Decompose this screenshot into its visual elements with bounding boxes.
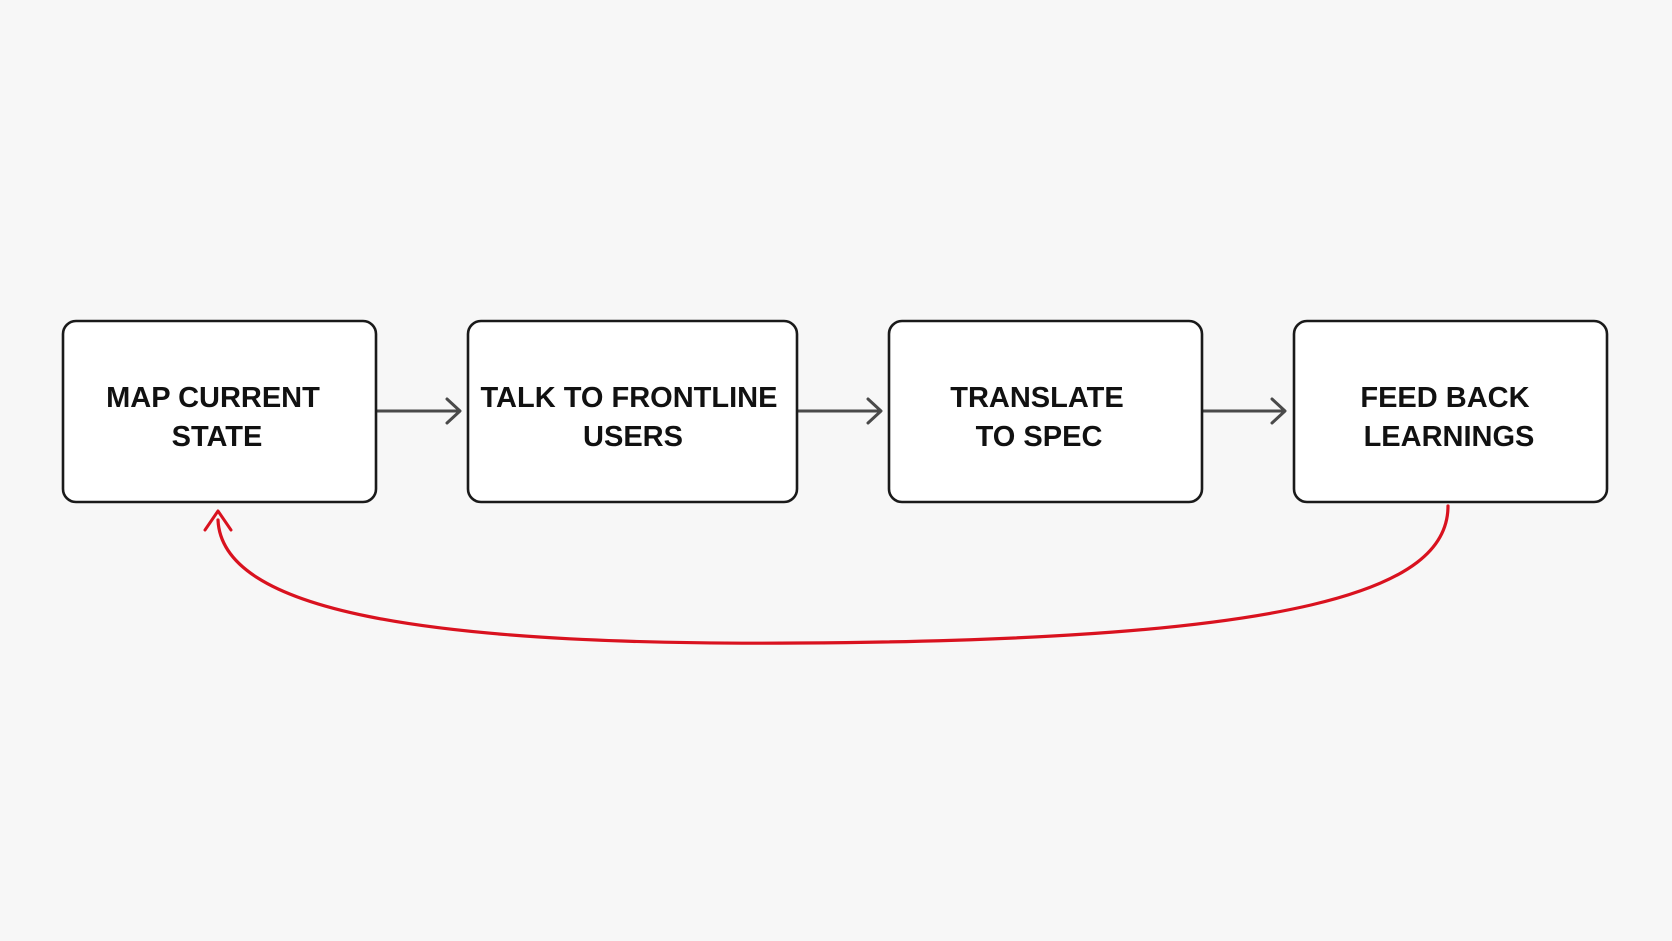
step-box-translate-to-spec: TRANSLATE TO SPEC [887,319,1204,504]
step-box-talk-to-frontline-users: TALK TO FRONTLINE USERS [466,319,799,504]
step-label-line-1: FEED BACK [1360,382,1529,414]
step-label: FEED BACK LEARNINGS [1360,382,1537,453]
step-label-line-2: LEARNINGS [1364,421,1535,453]
flow-arrows [375,397,1287,425]
step-box-feed-back-learnings: FEED BACK LEARNINGS [1292,319,1609,504]
feedback-loop-arrowhead-icon [203,509,233,532]
step-label: TRANSLATE TO SPEC [950,382,1132,453]
step-label-line-1: TRANSLATE [950,382,1123,414]
step-label-line-1: TALK TO FRONTLINE [480,382,777,414]
step-label: TALK TO FRONTLINE USERS [480,382,785,453]
flow-arrow-3-to-4 [1200,397,1287,425]
feedback-loop-arrow [203,504,1450,645]
arrow-right-icon [445,397,462,425]
flow-arrow-1-to-2 [375,397,462,425]
step-label-line-2: USERS [583,421,683,453]
feedback-loop-curve [216,504,1450,645]
step-box-map-current-state: MAP CURRENT STATE [61,319,378,504]
step-label-line-2: STATE [172,421,263,453]
arrow-right-icon [866,397,883,425]
step-label-line-1: MAP CURRENT [106,382,320,414]
arrow-right-icon [1270,397,1287,425]
step-label: MAP CURRENT STATE [106,382,328,453]
step-label-line-2: TO SPEC [976,421,1103,453]
flow-arrow-2-to-3 [796,397,883,425]
